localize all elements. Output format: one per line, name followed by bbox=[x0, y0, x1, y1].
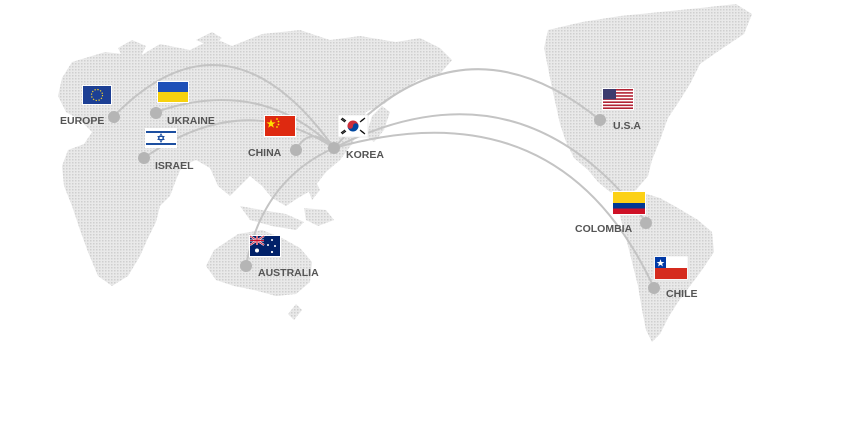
new-zealand-landmass bbox=[288, 304, 302, 320]
marker-usa bbox=[594, 114, 606, 126]
eurasia-landmass bbox=[58, 30, 452, 286]
usa-flag-icon bbox=[602, 88, 634, 110]
new-guinea-landmass bbox=[304, 208, 334, 226]
label-australia: AUSTRALIA bbox=[258, 267, 319, 279]
label-usa: U.S.A bbox=[613, 120, 641, 132]
greenland-landmass bbox=[650, 10, 720, 40]
marker-chile bbox=[648, 282, 660, 294]
north-america-landmass bbox=[544, 4, 752, 196]
indonesia-landmass bbox=[240, 206, 304, 230]
route-korea-ukraine bbox=[155, 99, 335, 149]
australia-flag-icon bbox=[249, 235, 281, 257]
marker-korea bbox=[328, 142, 340, 154]
label-israel: ISRAEL bbox=[155, 160, 194, 172]
landmass-layer bbox=[58, 4, 752, 342]
colombia-flag-icon bbox=[612, 191, 646, 215]
label-ukraine: UKRAINE bbox=[167, 115, 215, 127]
eu-flag-icon bbox=[82, 85, 112, 105]
arctic-island-landmass bbox=[196, 32, 222, 46]
label-europe: EUROPE bbox=[60, 115, 104, 127]
label-korea: KOREA bbox=[346, 149, 384, 161]
route-korea-europe bbox=[113, 64, 335, 149]
marker-australia bbox=[240, 260, 252, 272]
route-korea-chile bbox=[333, 131, 655, 289]
china-flag-icon bbox=[264, 115, 296, 137]
japan-landmass bbox=[366, 106, 390, 142]
chile-flag-icon bbox=[653, 255, 689, 281]
location-labels: EUROPE UKRAINE ISRAEL CHINA KOREA AUSTRA… bbox=[60, 115, 698, 300]
label-china: CHINA bbox=[248, 147, 282, 159]
australia-landmass bbox=[206, 230, 312, 296]
location-markers bbox=[108, 107, 660, 294]
ukraine-flag-icon bbox=[157, 81, 189, 103]
label-chile: CHILE bbox=[666, 288, 698, 300]
philippines-landmass bbox=[306, 178, 320, 200]
korea-flag-icon bbox=[337, 114, 369, 138]
scandinavia-landmass bbox=[118, 40, 146, 60]
route-korea-colombia bbox=[333, 113, 647, 223]
marker-colombia bbox=[640, 217, 652, 229]
marker-china bbox=[290, 144, 302, 156]
israel-flag-icon bbox=[145, 128, 177, 148]
marker-europe bbox=[108, 111, 120, 123]
label-colombia: COLOMBIA bbox=[575, 223, 633, 235]
marker-ukraine bbox=[150, 107, 162, 119]
marker-israel bbox=[138, 152, 150, 164]
